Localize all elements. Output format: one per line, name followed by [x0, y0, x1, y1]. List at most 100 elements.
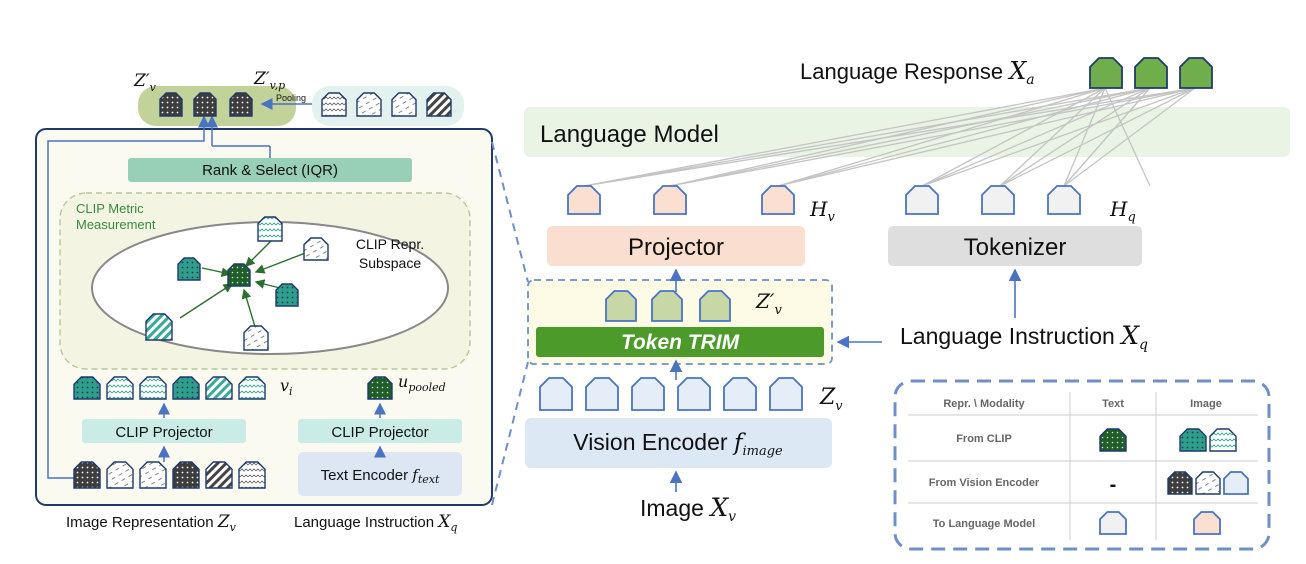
- pooling-label: Pooling: [276, 93, 306, 103]
- token-peach-36: [567, 185, 601, 215]
- token-gray-41: [1047, 185, 1081, 215]
- image-input-label: Image Xv: [640, 493, 736, 525]
- clip-repr-label-2: Subspace: [359, 255, 421, 271]
- token-dots-24: [172, 461, 200, 489]
- token-olive-35: [699, 290, 731, 322]
- similarity-arrows: [179, 239, 309, 331]
- token-teal-11: [275, 283, 299, 307]
- tokenizer-label: Tokenizer: [964, 234, 1067, 261]
- token-wave-26: [238, 461, 266, 489]
- token-green-10: [227, 263, 251, 287]
- token-gray-39: [905, 185, 939, 215]
- vision-encoder-label: Vision Encoder fimage: [573, 429, 783, 459]
- token-gray-51: [1099, 511, 1127, 535]
- token-wave-3: [321, 92, 347, 117]
- legend-row2-text-value: -: [1110, 474, 1117, 496]
- token-dash-4: [356, 92, 382, 117]
- zv-prime-label-right: Z′v: [755, 289, 782, 318]
- token-peach-38: [761, 185, 795, 215]
- token-dash-22: [106, 461, 134, 489]
- language-instruction-label-right: Language Instruction Xq: [900, 321, 1148, 353]
- legend-header-image: Image: [1190, 398, 1222, 410]
- hq-label: Hq: [1109, 197, 1136, 225]
- token-resp-42: [1089, 57, 1123, 89]
- token-teal-46: [1179, 428, 1207, 452]
- token-waveT-19: [238, 376, 266, 400]
- language-instruction-caption-left: Language Instruction Xq: [294, 512, 457, 534]
- token-resp-43: [1134, 57, 1168, 89]
- token-hatchK-6: [426, 92, 452, 117]
- token-olive-34: [651, 290, 683, 322]
- left-panel: Rank & Select (IQR) CLIP Metric Measurem…: [35, 69, 493, 534]
- zv-prime-label-left: Z′v: [133, 71, 157, 94]
- clip-metric-label-1: CLIP Metric: [76, 201, 144, 216]
- token-dash-5: [391, 92, 417, 117]
- clip-projector-left-box: [82, 419, 246, 443]
- token-blue-27: [539, 377, 573, 411]
- legend-row-from-vision-encoder: From Vision Encoder: [929, 477, 1040, 489]
- token-dash-23: [139, 461, 167, 489]
- token-blue-28: [585, 377, 619, 411]
- token-green-20: [367, 376, 393, 400]
- clip-projector-right-box: [298, 419, 462, 443]
- token-dots-1: [193, 92, 217, 117]
- legend-header-repr: Repr. \ Modality: [943, 398, 1025, 410]
- token-green-45: [1099, 428, 1127, 452]
- text-encoder-label: Text Encoder ftext: [321, 466, 440, 486]
- token-teal-9: [177, 257, 201, 281]
- token-blue-30: [677, 377, 711, 411]
- legend-row-to-language-model: To Language Model: [933, 518, 1035, 530]
- clip-projector-right-label: CLIP Projector: [331, 424, 428, 441]
- token-gray-40: [981, 185, 1015, 215]
- clip-repr-label-1: CLIP Repr.: [356, 236, 424, 252]
- right-panel-connectors: [669, 268, 1022, 492]
- language-response-label: Language Response Xa: [800, 57, 1035, 88]
- token-trim-label: Token TRIM: [621, 331, 740, 354]
- projector-box: [547, 226, 805, 266]
- token-waveT-16: [139, 376, 167, 400]
- zoom-lines: [491, 141, 529, 506]
- token-blue-50: [1223, 471, 1249, 495]
- token-dots-0: [159, 92, 183, 117]
- token-dash-49: [1195, 471, 1221, 495]
- projector-label: Projector: [628, 234, 724, 261]
- image-representation-caption: Image Representation Zv: [66, 512, 237, 534]
- zvp-label: Z′v,p: [253, 69, 285, 92]
- token-dots-21: [73, 461, 101, 489]
- token-teal-17: [172, 376, 200, 400]
- token-peach-37: [653, 185, 687, 215]
- token-waveT-15: [106, 376, 134, 400]
- legend-header-text: Text: [1102, 398, 1124, 410]
- vi-label: vi: [280, 376, 293, 398]
- token-dots-48: [1167, 471, 1193, 495]
- left-panel-connectors: [47, 98, 386, 479]
- token-trim-box: [536, 327, 824, 357]
- lm-connection-lines: [583, 87, 1196, 187]
- language-model-label: Language Model: [540, 121, 719, 148]
- vision-encoder-box: [525, 418, 832, 468]
- token-glyphs: [73, 57, 1249, 535]
- tokenizer-box: [888, 226, 1142, 266]
- token-dash-8: [303, 237, 329, 261]
- clip-metric-label-2: Measurement: [76, 217, 156, 232]
- token-blue-31: [723, 377, 757, 411]
- u-pooled-label: upooled: [398, 372, 446, 394]
- token-olive-33: [605, 290, 637, 322]
- token-peach-52: [1193, 511, 1221, 535]
- token-teal-14: [73, 376, 101, 400]
- token-waveT-47: [1209, 428, 1237, 452]
- rank-select-box: [128, 158, 412, 182]
- token-hatchK-25: [205, 461, 233, 489]
- input-token-bar: [312, 86, 464, 126]
- token-hatchT-12: [145, 313, 173, 341]
- right-panel: Language Model Language Response Xa Proj…: [524, 57, 1290, 525]
- token-waveT-7: [257, 216, 283, 242]
- text-encoder-box: [298, 452, 462, 496]
- token-dash-13: [243, 325, 269, 351]
- token-blue-29: [631, 377, 665, 411]
- token-blue-32: [769, 377, 803, 411]
- token-dots-2: [229, 92, 253, 117]
- rank-select-label: Rank & Select (IQR): [202, 162, 338, 179]
- token-hatchT-18: [205, 376, 233, 400]
